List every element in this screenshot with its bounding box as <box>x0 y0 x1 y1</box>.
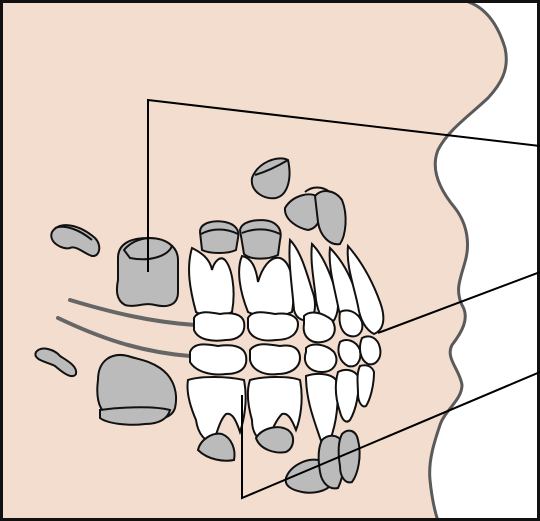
upper-tooth-2 <box>239 256 293 317</box>
middle-crown-row-1a <box>194 312 244 340</box>
middle-crown-row-2e <box>360 336 380 364</box>
primary-molar-crown-2 <box>240 220 281 259</box>
face-silhouette <box>0 0 506 521</box>
primary-molar-crown-1 <box>200 221 238 253</box>
middle-crown-row-2a <box>190 344 246 374</box>
middle-crown-row-1b <box>248 312 298 340</box>
middle-crown-row-2b <box>250 344 300 374</box>
lower-molar-bud-base <box>100 407 170 424</box>
